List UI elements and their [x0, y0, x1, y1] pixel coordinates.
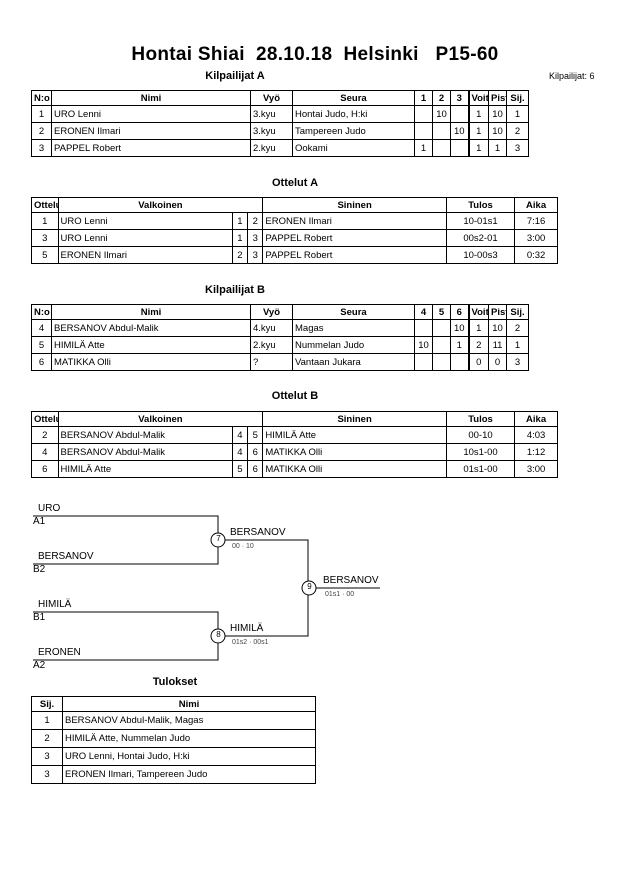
- bracket-entry-4-name: ERONEN: [38, 647, 81, 658]
- bracket-entry-2-name: BERSANOV: [38, 551, 94, 562]
- pool-a-table: N:o Nimi Vyö Seura 1 2 3 Voit. Pist. Sij…: [31, 90, 529, 157]
- table-row: 3 ERONEN Ilmari, Tampereen Judo: [31, 765, 316, 784]
- results-header-row: Sij. Nimi: [31, 696, 316, 712]
- cell-blue-no: 5: [247, 426, 264, 444]
- table-row: 5 ERONEN Ilmari 2 3 PAPPEL Robert 10-00s…: [31, 246, 558, 264]
- bracket-entry-3-seed: B1: [33, 612, 46, 623]
- table-row: 1 BERSANOV Abdul-Malik, Magas: [31, 711, 316, 730]
- table-row: 4 BERSANOV Abdul-Malik 4.kyu Magas 10 1 …: [31, 319, 529, 337]
- cell-rank: 3: [506, 139, 529, 157]
- bracket-entry-3-name: HIMILÄ: [38, 599, 72, 610]
- bracket-entry-4-seed: A2: [33, 660, 46, 671]
- cell-result: 01s1-00: [445, 460, 516, 478]
- match-7-number: 7: [216, 534, 221, 543]
- cell-name: MATIKKA Olli: [51, 353, 251, 371]
- cell-time: 1:12: [514, 443, 558, 461]
- cell-name: HIMILÄ Atte, Nummelan Judo: [62, 729, 316, 748]
- matches-a-heading: Ottelut A: [271, 177, 319, 189]
- match-8-winner: HIMILÄ: [230, 623, 264, 634]
- bracket-entry-1-name: URO: [38, 503, 61, 514]
- bracket-entry-1-seed: A1: [33, 516, 46, 527]
- match-8-number: 8: [216, 630, 221, 639]
- table-row: 2 HIMILÄ Atte, Nummelan Judo: [31, 729, 316, 748]
- table-row: 6 MATIKKA Olli ? Vantaan Jukara 0 0 3: [31, 353, 529, 371]
- matches-a-header-row: Ottelu Valkoinen Sininen Tulos Aika: [31, 197, 558, 213]
- pool-a-header-row: N:o Nimi Vyö Seura 1 2 3 Voit. Pist. Sij…: [31, 90, 529, 106]
- header-name: Nimi: [62, 696, 316, 712]
- cell-name: URO Lenni, Hontai Judo, H:ki: [62, 747, 316, 766]
- pool-b-heading: Kilpailijat B: [205, 284, 265, 296]
- cell-wins: 1: [467, 139, 489, 157]
- matches-b-table: Ottelu Valkoinen Sininen Tulos Aika 2 BE…: [31, 411, 558, 478]
- table-row: 5 HIMILÄ Atte 2.kyu Nummelan Judo 10 1 2…: [31, 336, 529, 354]
- cell-club: Vantaan Jukara: [292, 353, 415, 371]
- match-8-score: 01s2 · 00s1: [232, 639, 269, 646]
- pool-b-table: N:o Nimi Vyö Seura 4 5 6 Voit. Pist. Sij…: [31, 304, 529, 371]
- table-row: 3 PAPPEL Robert 2.kyu Ookami 1 1 1 3: [31, 139, 529, 157]
- cell-time: 3:00: [514, 460, 558, 478]
- results-heading: Tulokset: [152, 676, 198, 688]
- pool-a-heading: Kilpailijat A: [205, 70, 265, 82]
- match-9-number: 9: [307, 582, 312, 591]
- match-9-winner: BERSANOV: [323, 575, 379, 586]
- results-table: Sij. Nimi 1 BERSANOV Abdul-Malik, Magas …: [31, 696, 316, 784]
- header-rank: Sij.: [31, 696, 63, 712]
- cell-rank: 2: [506, 319, 529, 337]
- cell-blue-no: 6: [247, 460, 264, 478]
- cell-belt: ?: [250, 353, 293, 371]
- match-9-score: 01s1 · 00: [325, 591, 355, 598]
- cell-rank: 2: [31, 729, 63, 748]
- matches-b-heading: Ottelut B: [271, 390, 319, 402]
- competitors-count: Kilpailijat: 6: [549, 71, 595, 81]
- cell-time: 0:32: [514, 246, 558, 264]
- cell-result: 10-00s3: [445, 246, 516, 264]
- cell-rank: 3: [31, 747, 63, 766]
- matches-a-table: Ottelu Valkoinen Sininen Tulos Aika 1 UR…: [31, 197, 558, 264]
- match-7-score: 00 · 10: [232, 543, 254, 550]
- cell-rank: 3: [31, 765, 63, 784]
- table-row: 4 BERSANOV Abdul-Malik 4 6 MATIKKA Olli …: [31, 443, 558, 461]
- cell-blue: MATIKKA Olli: [262, 460, 447, 478]
- cell-white: HIMILÄ Atte: [57, 460, 233, 478]
- table-row: 1 URO Lenni 3.kyu Hontai Judo, H:ki 10 1…: [31, 105, 529, 123]
- cell-name: BERSANOV Abdul-Malik, Magas: [62, 711, 316, 730]
- cell-white: ERONEN Ilmari: [57, 246, 233, 264]
- cell-score: 1: [414, 139, 433, 157]
- page-title: Hontai Shiai 28.10.18 Helsinki P15-60: [131, 44, 499, 65]
- cell-rank: 1: [31, 711, 63, 730]
- table-row: 6 HIMILÄ Atte 5 6 MATIKKA Olli 01s1-00 3…: [31, 460, 558, 478]
- cell-rank: 3: [506, 353, 529, 371]
- table-row: 3 URO Lenni, Hontai Judo, H:ki: [31, 747, 316, 766]
- cell-name: PAPPEL Robert: [51, 139, 251, 157]
- cell-white-no: 2: [231, 246, 249, 264]
- cell-blue-no: 3: [247, 246, 264, 264]
- bracket-entry-2-seed: B2: [33, 564, 46, 575]
- cell-name: ERONEN Ilmari, Tampereen Judo: [62, 765, 316, 784]
- match-7-winner: BERSANOV: [230, 527, 286, 538]
